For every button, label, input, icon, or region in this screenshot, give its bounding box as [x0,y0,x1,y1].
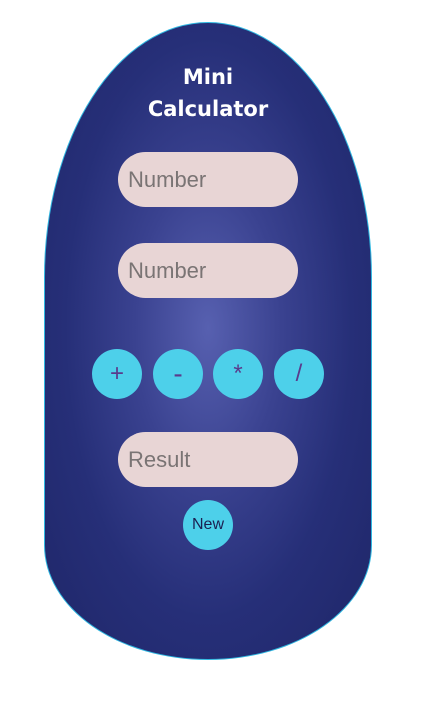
title-line-mini: Mini [182,65,234,89]
subtract-button[interactable]: - [153,349,203,399]
title-line-calculator: Calculator [147,97,269,121]
add-button[interactable]: + [92,349,142,399]
calculator-panel: Mini Calculator + - * / New [44,22,372,660]
operator-buttons: + - * / [92,349,328,399]
first-number-input[interactable] [118,152,298,207]
new-button[interactable]: New [183,500,233,550]
multiply-button[interactable]: * [213,349,263,399]
second-number-input[interactable] [118,243,298,298]
calculator-title: Mini Calculator [45,61,371,125]
result-field[interactable] [118,432,298,487]
divide-button[interactable]: / [274,349,324,399]
